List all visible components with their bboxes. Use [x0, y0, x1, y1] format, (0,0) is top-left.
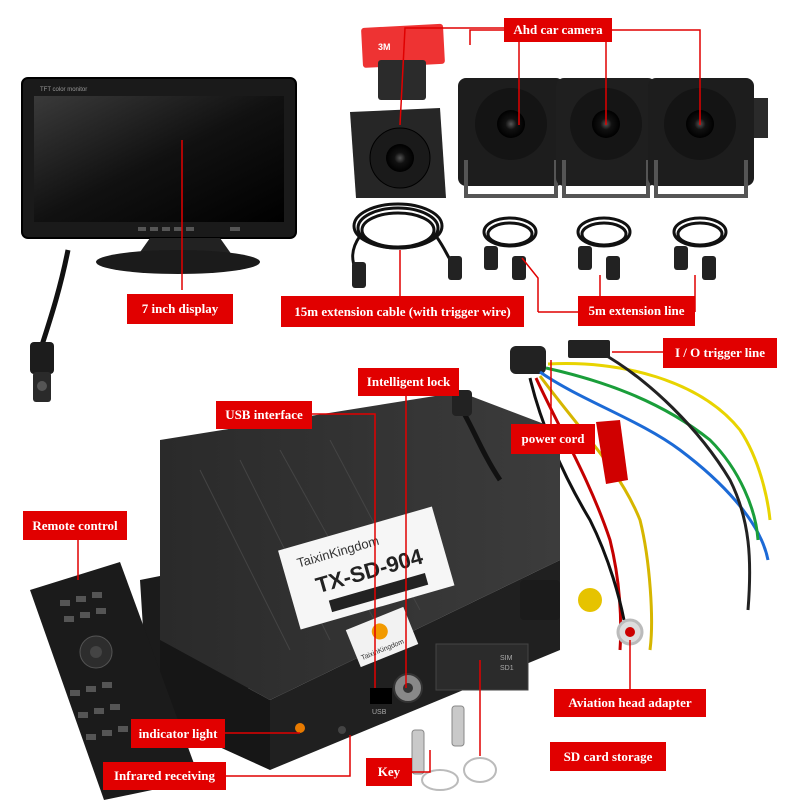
label-sd-card-storage: SD card storage	[550, 742, 666, 771]
extension-cable-coil	[351, 202, 454, 271]
label-ahd-car-camera: Ahd car camera	[504, 18, 612, 42]
sticker-3m-text: 3M	[378, 42, 391, 52]
dvr-unit: TaixinKingdom TX-SD-904 TaixinKingdom US…	[140, 390, 560, 770]
label-power-cord: power cord	[511, 424, 595, 454]
label-infrared-receiving: Infrared receiving	[103, 762, 226, 790]
keys	[411, 705, 497, 791]
power-io-cables	[510, 340, 772, 651]
extension-lines-5m	[482, 216, 728, 280]
sd-slot-text: SD1	[500, 665, 514, 672]
usb-port-text: USB	[372, 709, 387, 716]
monitor-brand-text: TFT color monitor	[40, 87, 87, 93]
windshield-camera: 3M	[350, 23, 446, 198]
label-5m-extension-line: 5m extension line	[578, 296, 695, 326]
label-15m-extension-cable: 15m extension cable (with trigger wire)	[281, 296, 524, 327]
label-io-trigger-line: I / O trigger line	[663, 338, 777, 368]
label-intelligent-lock: Intelligent lock	[358, 368, 459, 396]
label-indicator-light: indicator light	[131, 719, 225, 748]
leader-lines	[77, 27, 701, 777]
label-remote-control: Remote control	[23, 511, 127, 540]
label-key: Key	[366, 758, 412, 786]
monitor-7inch: TFT color monitor	[21, 77, 297, 402]
label-aviation-head-adapter: Aviation head adapter	[554, 689, 706, 717]
sim-slot-text: SIM	[500, 655, 513, 662]
label-7-inch-display: 7 inch display	[127, 294, 233, 324]
ahd-cameras	[458, 78, 768, 198]
label-usb-interface: USB interface	[216, 401, 312, 429]
